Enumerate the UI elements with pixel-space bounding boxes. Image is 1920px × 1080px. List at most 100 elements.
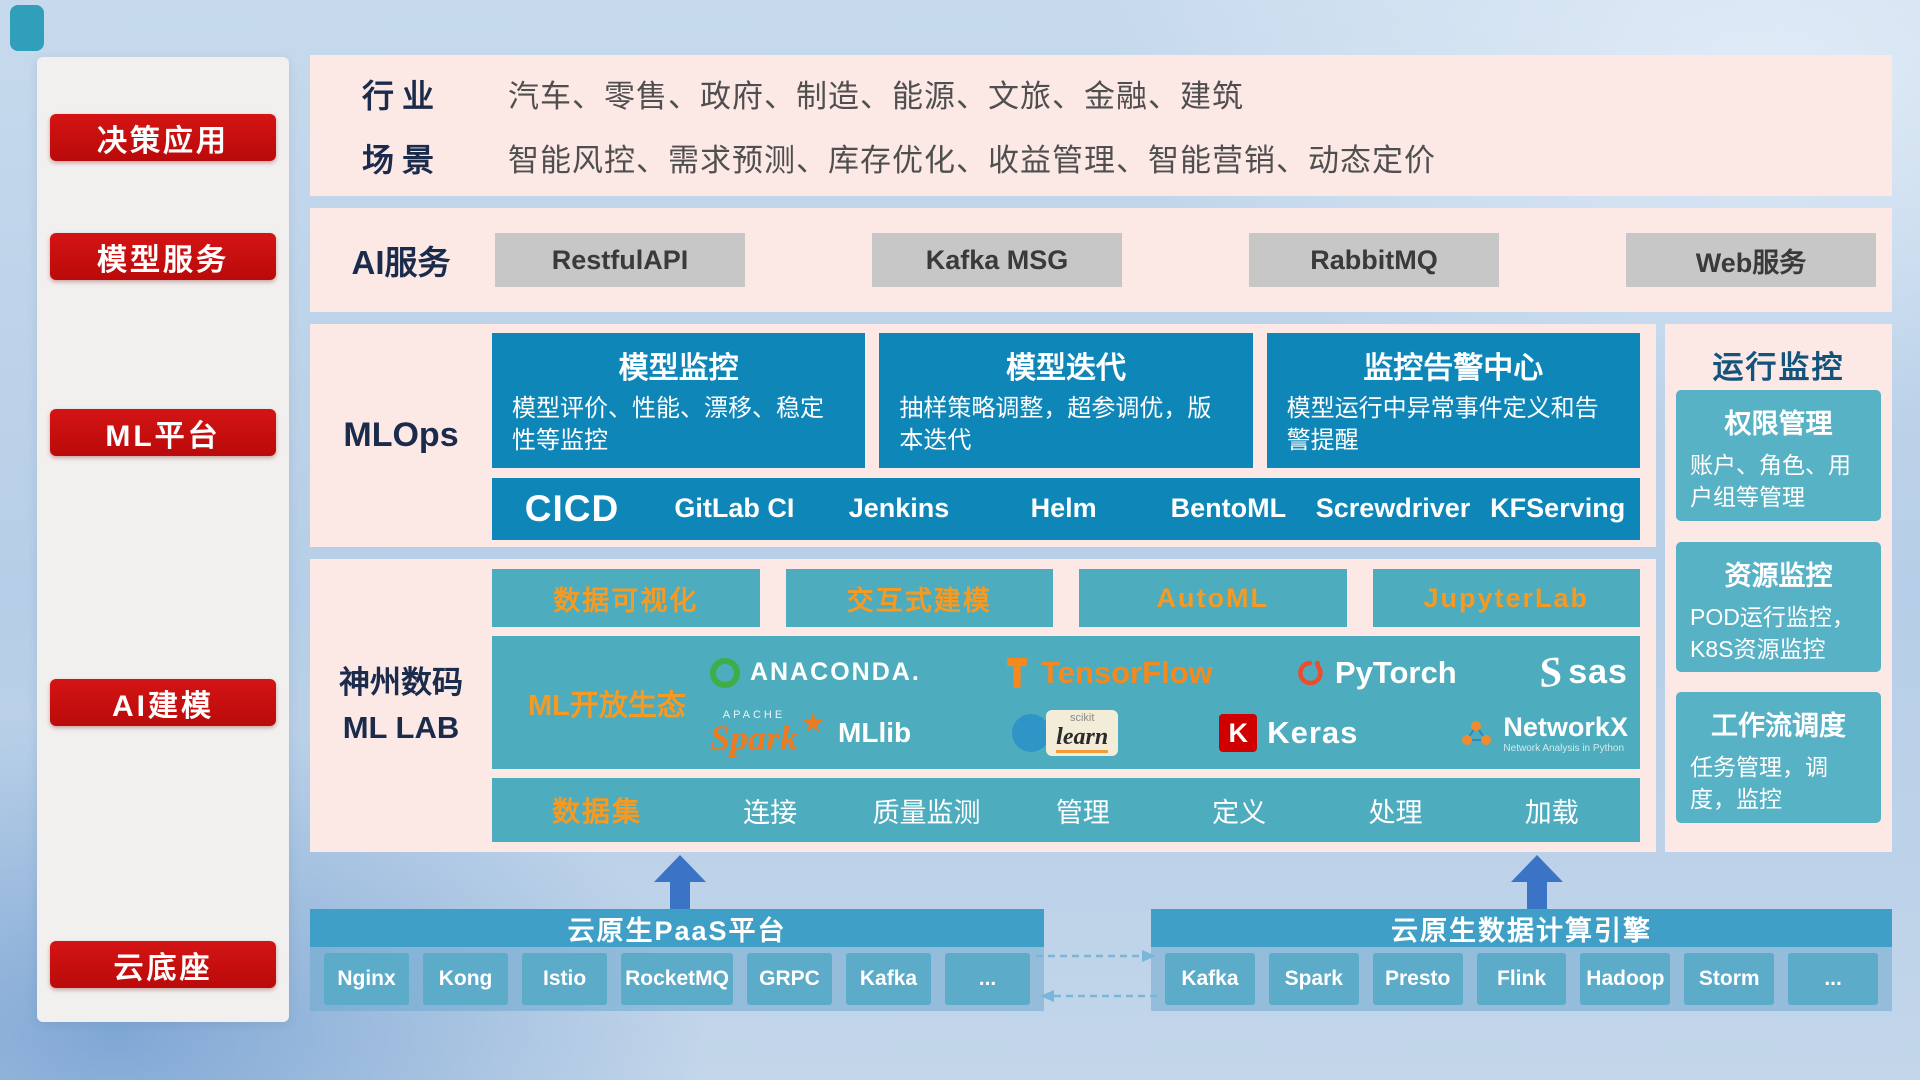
scenario-row: 场景 智能风控、需求预测、库存优化、收益管理、智能营销、动态定价	[362, 135, 1892, 181]
spark-wordmark: APACHE Spark	[710, 709, 799, 759]
mllab-label-line1: 神州数码	[339, 664, 463, 700]
scenario-value: 智能风控、需求预测、库存优化、收益管理、智能营销、动态定价	[508, 143, 1436, 178]
keras-logo: K Keras	[1219, 714, 1359, 753]
scikit-text: scikit	[1069, 711, 1095, 724]
sidebar-item-model-service: 模型服务	[50, 233, 276, 280]
mllab-tools-row: 数据可视化 交互式建模 AutoML JupyterLab	[492, 569, 1640, 627]
cicd-item-jenkins: Jenkins	[848, 493, 950, 524]
dataset-label: 数据集	[551, 796, 642, 827]
logo-row-1: ANACONDA. TensorFlow PyTorch	[710, 648, 1628, 697]
paas-platform-title: 云原生PaaS平台	[310, 909, 1044, 947]
scikit-learn-badge: scikit learn	[1046, 709, 1119, 757]
up-arrow-right	[1511, 855, 1563, 909]
paas-item-grpc: GRPC	[746, 953, 832, 1005]
card-desc: 账户、角色、用户组等管理	[1690, 452, 1851, 511]
tensorflow-icon	[1007, 657, 1027, 688]
tensorflow-text: TensorFlow	[1041, 654, 1213, 690]
sidebar-item-ai-modeling: AI建模	[50, 679, 276, 726]
ai-service-restfulapi: RestfulAPI	[495, 233, 745, 287]
networkx-text: NetworkX	[1503, 711, 1628, 742]
card-title: 工作流调度	[1711, 711, 1846, 741]
data-compute-engine-items: Kafka Spark Presto Flink Hadoop Storm ..…	[1151, 947, 1892, 1011]
engine-item-more: ...	[1788, 953, 1879, 1005]
card-title: 模型监控	[618, 352, 739, 385]
data-compute-engine-title: 云原生数据计算引擎	[1151, 909, 1892, 947]
pytorch-logo: PyTorch	[1295, 655, 1457, 691]
card-title: 监控告警中心	[1363, 352, 1544, 385]
runtime-monitor-title: 运行监控	[1712, 350, 1845, 385]
tool-automl: AutoML	[1079, 569, 1347, 627]
engine-item-hadoop: Hadoop	[1580, 953, 1671, 1005]
industry-value: 汽车、零售、政府、制造、能源、文旅、金融、建筑	[508, 79, 1244, 114]
card-desc: 任务管理，调度，监控	[1690, 754, 1828, 813]
card-title: 权限管理	[1724, 409, 1833, 439]
dataset-item-define: 定义	[1212, 797, 1267, 828]
scikit-learn-logo: scikit learn	[1012, 709, 1119, 757]
engine-item-flink: Flink	[1476, 953, 1567, 1005]
cicd-item-gitlab-ci: GitLab CI	[674, 493, 795, 524]
ai-service-label: AI服务	[351, 244, 451, 281]
ai-service-panel: AI服务 RestfulAPI Kafka MSG RabbitMQ Web服务	[310, 208, 1892, 312]
spark-star-icon	[802, 712, 824, 733]
engine-item-presto: Presto	[1372, 953, 1463, 1005]
cicd-item-bentoml: BentoML	[1170, 493, 1287, 524]
alert-center-card: 监控告警中心 模型运行中异常事件定义和告警提醒	[1266, 333, 1640, 468]
spark-mllib-logo: APACHE Spark MLlib	[710, 709, 912, 759]
mlops-label: MLOps	[343, 416, 459, 454]
ai-service-kafka-msg: Kafka MSG	[872, 233, 1122, 287]
mlops-panel: MLOps 模型监控 模型评价、性能、漂移、稳定性等监控 模型迭代 抽样策略调整…	[310, 324, 1656, 547]
engine-item-kafka: Kafka	[1165, 953, 1255, 1005]
sas-logo: S sas	[1536, 648, 1628, 697]
runtime-monitor-panel: 运行监控 权限管理 账户、角色、用户组等管理 资源监控 POD运行监控，K8S资…	[1665, 324, 1892, 852]
networkx-logo: NetworkX Network Analysis in Python	[1459, 712, 1628, 755]
corner-decoration	[10, 5, 44, 51]
workflow-scheduler-card: 工作流调度 任务管理，调度，监控	[1676, 692, 1881, 823]
left-sidebar: 决策应用 模型服务 ML平台 AI建模 云底座	[37, 57, 289, 1022]
paas-platform-bar: 云原生PaaS平台 Nginx Kong Istio RocketMQ GRPC…	[310, 909, 1044, 1011]
tool-data-visualization: 数据可视化	[492, 569, 760, 627]
industry-label: 行业	[362, 77, 443, 114]
keras-icon: K	[1219, 714, 1258, 753]
paas-item-more: ...	[945, 953, 1031, 1005]
model-monitoring-card: 模型监控 模型评价、性能、漂移、稳定性等监控	[492, 333, 866, 468]
industry-panel: 行业 汽车、零售、政府、制造、能源、文旅、金融、建筑 场景 智能风控、需求预测、…	[310, 55, 1892, 196]
tensorflow-logo: TensorFlow	[1003, 655, 1213, 691]
spark-apache-text: APACHE	[722, 709, 786, 722]
cicd-item-screwdriver: Screwdriver	[1315, 493, 1471, 524]
sas-text: sas	[1568, 653, 1628, 692]
card-title: 模型迭代	[1005, 352, 1126, 385]
card-desc: 抽样策略调整，超参调优，版本迭代	[899, 395, 1212, 455]
dataset-bar: 数据集 连接 质量监测 管理 定义 处理 加载	[492, 778, 1640, 842]
mllab-label-line2: ML LAB	[342, 709, 460, 745]
mllab-panel: 神州数码 ML LAB 数据可视化 交互式建模 AutoML JupyterLa…	[310, 559, 1656, 852]
engine-item-spark: Spark	[1268, 953, 1359, 1005]
logo-row-2: APACHE Spark MLlib scikit learn	[710, 709, 1628, 759]
scenario-label: 场景	[362, 141, 443, 178]
data-compute-engine-bar: 云原生数据计算引擎 Kafka Spark Presto Flink Hadoo…	[1151, 909, 1892, 1011]
networkx-subtitle: Network Analysis in Python	[1503, 742, 1625, 754]
ai-service-row: RestfulAPI Kafka MSG RabbitMQ Web服务	[495, 233, 1876, 287]
mllib-text: MLlib	[838, 717, 912, 749]
engine-item-storm: Storm	[1684, 953, 1775, 1005]
mllab-content: 数据可视化 交互式建模 AutoML JupyterLab ML开放生态 ANA…	[492, 569, 1640, 842]
card-desc: POD运行监控，K8S资源监控	[1690, 604, 1855, 663]
tool-interactive-modeling: 交互式建模	[785, 569, 1053, 627]
scikit-learn-icon	[1012, 714, 1051, 753]
dataset-item-process: 处理	[1368, 797, 1423, 828]
ai-service-web: Web服务	[1626, 233, 1876, 287]
paas-item-rocketmq: RocketMQ	[621, 953, 733, 1005]
networkx-icon	[1462, 721, 1492, 746]
cicd-item-kfserving: KFServing	[1490, 493, 1626, 524]
anaconda-icon	[710, 657, 740, 688]
tool-jupyterlab: JupyterLab	[1372, 569, 1640, 627]
paas-platform-items: Nginx Kong Istio RocketMQ GRPC Kafka ...	[310, 947, 1044, 1011]
logo-grid: ANACONDA. TensorFlow PyTorch	[710, 642, 1628, 763]
paas-item-nginx: Nginx	[324, 953, 410, 1005]
paas-item-kong: Kong	[423, 953, 509, 1005]
card-title: 资源监控	[1724, 561, 1833, 591]
cicd-label: CICD	[524, 487, 620, 529]
spark-text: Spark	[710, 718, 799, 759]
mlops-content: 模型监控 模型评价、性能、漂移、稳定性等监控 模型迭代 抽样策略调整，超参调优，…	[492, 333, 1640, 540]
keras-text: Keras	[1267, 715, 1359, 751]
